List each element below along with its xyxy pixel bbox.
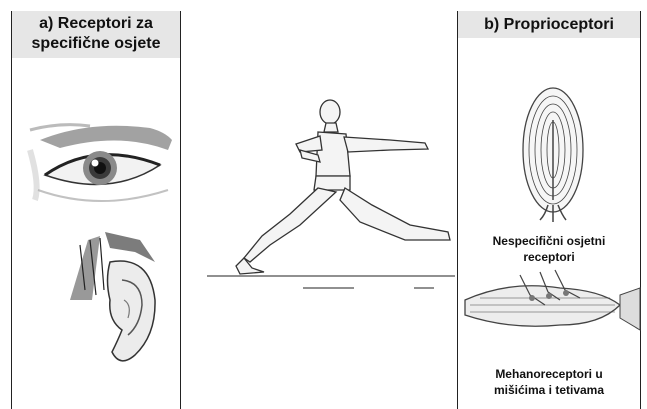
caption-nonspecific-line1: Nespecifični osjetni xyxy=(457,233,641,249)
caption-mechanoreceptors: Mehanoreceptori u mišićima i tetivama xyxy=(457,366,641,398)
ground-lines xyxy=(207,276,455,288)
eye-illustration xyxy=(30,125,172,201)
caption-nonspecific-receptors: Nespecifični osjetni receptori xyxy=(457,233,641,265)
ear-illustration xyxy=(70,232,155,361)
caption-mechano-line2: mišićima i tetivama xyxy=(457,382,641,398)
caption-nonspecific-line2: receptori xyxy=(457,249,641,265)
human-figure-lunge xyxy=(236,100,450,274)
corpuscle-illustration xyxy=(523,88,583,222)
caption-mechano-line1: Mehanoreceptori u xyxy=(457,366,641,382)
muscle-mechanoreceptor-illustration xyxy=(465,270,640,330)
